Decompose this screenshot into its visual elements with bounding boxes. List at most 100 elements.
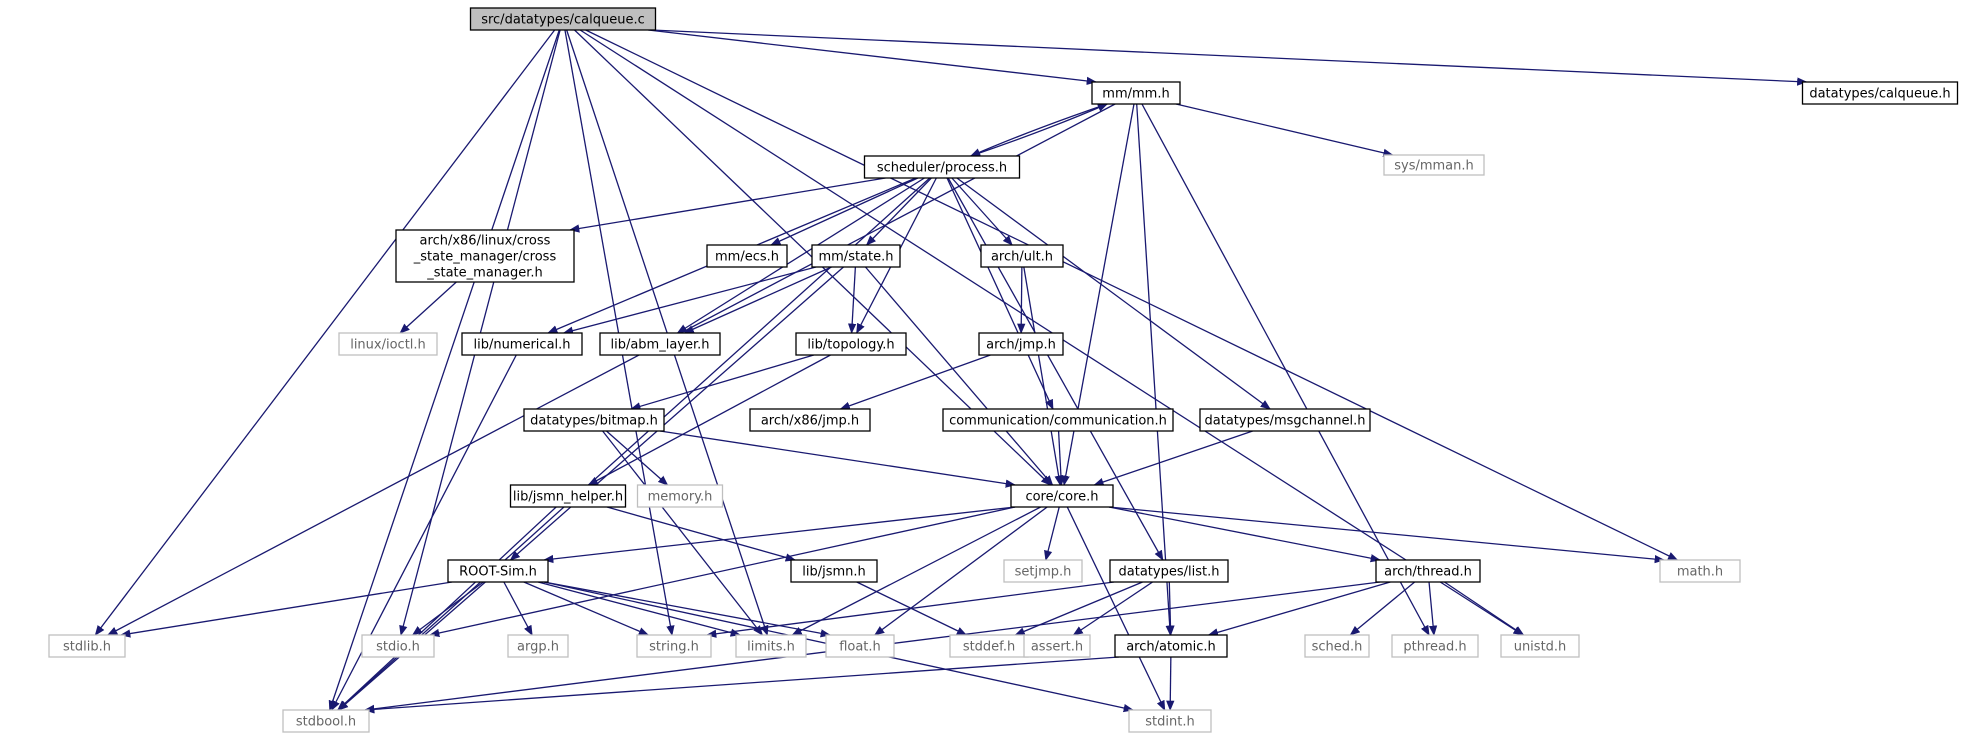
node-box (361, 634, 435, 658)
node-sys-mman-h: sys/mman.h (1383, 154, 1485, 176)
node-box (447, 559, 549, 583)
edge-mm_state_h-to-lib_topology_h (848, 266, 857, 335)
node-box (507, 634, 569, 658)
node-cross-h[interactable]: arch/x86/linux/cross_state_manager/cross… (395, 229, 575, 283)
node-process-h[interactable]: scheduler/process.h (863, 155, 1021, 179)
node-label: mm/mm.h (1102, 87, 1169, 102)
node-calqueue-c[interactable]: src/datatypes/calqueue.c (469, 7, 657, 31)
node-label: string.h (649, 640, 699, 655)
node-box (395, 229, 575, 283)
node-box (509, 484, 627, 508)
node-dt-bitmap-h[interactable]: datatypes/bitmap.h (523, 408, 665, 432)
node-label: datatypes/calqueue.h (1809, 87, 1950, 102)
node-arch-x86-jmp-h[interactable]: arch/x86/jmp.h (749, 408, 871, 432)
edge-arch_thread_h-to-pthread_h (1428, 581, 1438, 637)
edge-mm_state_h-to-lib_abm_layer_h (683, 266, 832, 334)
edge-calqueue_c-to-stdlib_h (94, 29, 556, 636)
node-label: datatypes/bitmap.h (530, 414, 658, 429)
node-limits-h: limits.h (735, 634, 807, 658)
edge-process_h-to-arch_ult_h (951, 177, 1013, 246)
edge-dt_bitmap_h-to-memory_h (606, 430, 669, 486)
node-box (1023, 634, 1091, 658)
node-box (825, 634, 895, 658)
node-stdio-h: stdio.h (361, 634, 435, 658)
node-label: arch/atomic.h (1126, 640, 1216, 655)
node-box (1391, 634, 1479, 658)
node-assert-h: assert.h (1023, 634, 1091, 658)
edge-dt_list_h-to-string_h (705, 581, 1115, 638)
node-lib-abm-layer-h[interactable]: lib/abm_layer.h (599, 332, 721, 356)
node-box (1109, 559, 1229, 583)
edge-lib_topology_h-to-lib_jsmn_helper_h (587, 354, 831, 486)
node-label: stdbool.h (296, 715, 356, 730)
node-arch-ult-h[interactable]: arch/ult.h (980, 244, 1064, 268)
node-comm-h[interactable]: communication/communication.h (942, 408, 1174, 432)
node-math-h: math.h (1659, 559, 1741, 583)
node-box (980, 244, 1064, 268)
edge-arch_thread_h-to-sched_h (1349, 581, 1416, 636)
node-arch-atomic-h[interactable]: arch/atomic.h (1114, 634, 1228, 658)
edge-dt_bitmap_h-to-core_h (659, 430, 1017, 488)
node-box (1500, 634, 1580, 658)
node-mm-ecs-h[interactable]: mm/ecs.h (706, 244, 788, 268)
node-arch-thread-h[interactable]: arch/thread.h (1375, 559, 1481, 583)
edge-core_h-to-math_h (1108, 506, 1666, 564)
node-lib-topology-h[interactable]: lib/topology.h (795, 332, 907, 356)
node-mm-state-h[interactable]: mm/state.h (811, 244, 901, 268)
node-label: arch/thread.h (1384, 565, 1472, 580)
node-box (1128, 709, 1212, 733)
edge-arch_thread_h-to-arch_atomic_h (1207, 581, 1391, 637)
edge-cross_h-to-linux_ioctl_h (399, 281, 457, 334)
node-mm-h[interactable]: mm/mm.h (1091, 81, 1181, 105)
node-label: ROOT-Sim.h (459, 565, 537, 580)
node-label: lib/jsmn.h (802, 565, 866, 580)
edge-core_h-to-arch_thread_h (1108, 506, 1382, 563)
edge-process_h-to-lib_abm_layer_h (676, 177, 925, 334)
node-lib-jsmn-helper-h[interactable]: lib/jsmn_helper.h (509, 484, 627, 508)
node-label: communication/communication.h (949, 414, 1167, 429)
node-label: arch/x86/linux/cross (420, 234, 551, 249)
node-box (1114, 634, 1228, 658)
node-root-sim-h[interactable]: ROOT-Sim.h (447, 559, 549, 583)
node-box (978, 332, 1064, 356)
node-label: pthread.h (1403, 640, 1466, 655)
edge-arch_ult_h-to-arch_jmp_h (1017, 266, 1026, 335)
node-label: datatypes/msgchannel.h (1205, 414, 1366, 429)
node-dt-msgchannel-h[interactable]: datatypes/msgchannel.h (1199, 408, 1371, 432)
node-box (863, 155, 1021, 179)
node-box (1003, 559, 1083, 583)
edge-dt_bitmap_h-to-limits_h (602, 430, 764, 636)
nodes: src/datatypes/calqueue.c mm/mm.h datatypes… (48, 7, 1959, 733)
edge-process_h-to-comm_h (946, 177, 1054, 410)
node-box (461, 332, 583, 356)
node-label: lib/numerical.h (473, 338, 570, 353)
edge-arch_jmp_h-to-arch_x86_jmp_h (839, 354, 991, 410)
node-label: _state_manager/cross (413, 250, 557, 265)
node-core-h[interactable]: core/core.h (1010, 484, 1114, 508)
edge-core_h-to-setjmp_h (1044, 506, 1060, 562)
edge-mm_h-to-sys_mman_h (1175, 103, 1394, 157)
edge-root_sim_h-to-stdlib_h (119, 581, 453, 638)
node-label: lib/jsmn_helper.h (513, 490, 623, 505)
node-box (1304, 634, 1370, 658)
edge-root_sim_h-to-stdio_h (411, 581, 484, 636)
edge-arch_atomic_h-to-stdint_h (1166, 656, 1175, 712)
node-linux-ioctl-h: linux/ioctl.h (338, 332, 438, 356)
node-box (636, 634, 712, 658)
node-label: lib/topology.h (807, 338, 894, 353)
edge-root_sim_h-to-argp_h (503, 581, 533, 636)
node-lib-jsmn-h[interactable]: lib/jsmn.h (790, 559, 878, 583)
node-label: argp.h (517, 640, 559, 655)
edge-calqueue_c-to-math_h (585, 29, 1679, 561)
edge-root_sim_h-to-string_h (523, 581, 650, 636)
node-box (1091, 81, 1181, 105)
node-dt-calqueue-h[interactable]: datatypes/calqueue.h (1801, 81, 1959, 105)
node-label: limits.h (747, 640, 795, 655)
node-lib-numerical-h[interactable]: lib/numerical.h (461, 332, 583, 356)
node-arch-jmp-h[interactable]: arch/jmp.h (978, 332, 1064, 356)
node-stdbool-h: stdbool.h (282, 709, 370, 733)
node-label: sys/mman.h (1394, 159, 1474, 174)
node-dt-list-h[interactable]: datatypes/list.h (1109, 559, 1229, 583)
node-box (942, 408, 1174, 432)
